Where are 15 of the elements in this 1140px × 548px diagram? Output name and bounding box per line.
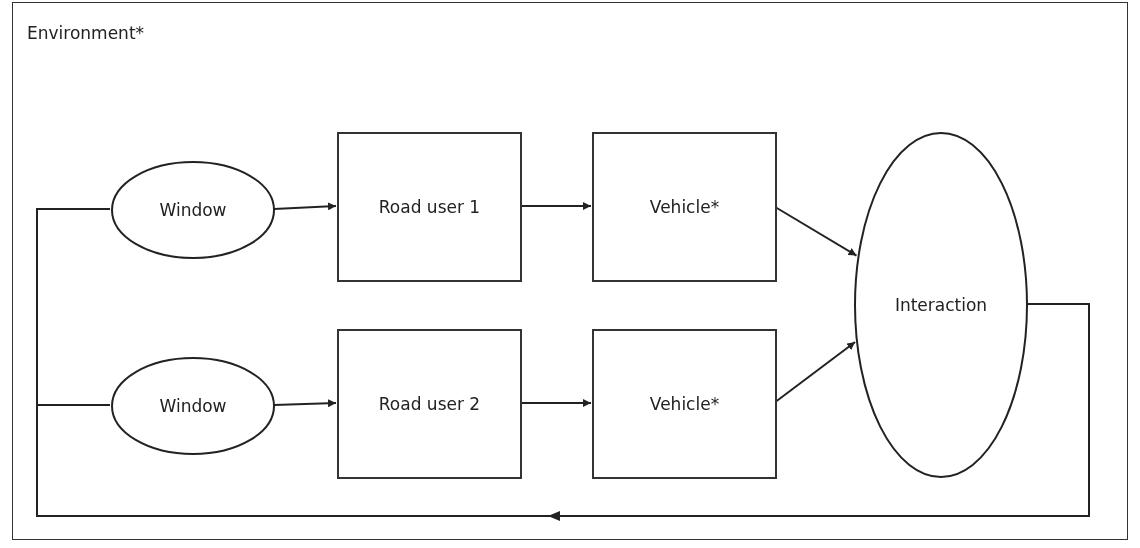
node-label: Vehicle* xyxy=(649,394,720,414)
node-label: Window xyxy=(159,200,227,220)
node-label: Interaction xyxy=(894,295,988,315)
process-box xyxy=(337,132,522,282)
arrow xyxy=(273,399,337,408)
node-label: Road user 2 xyxy=(378,394,481,414)
process-box xyxy=(337,329,522,479)
node-label: Road user 1 xyxy=(378,197,481,217)
process-box xyxy=(592,132,777,282)
environment-frame xyxy=(12,2,1128,540)
node-label: Vehicle* xyxy=(649,197,720,217)
arrow xyxy=(273,202,337,211)
frame-heading: Environment* xyxy=(27,23,145,43)
process-box xyxy=(592,329,777,479)
node-label: Window xyxy=(159,396,227,416)
